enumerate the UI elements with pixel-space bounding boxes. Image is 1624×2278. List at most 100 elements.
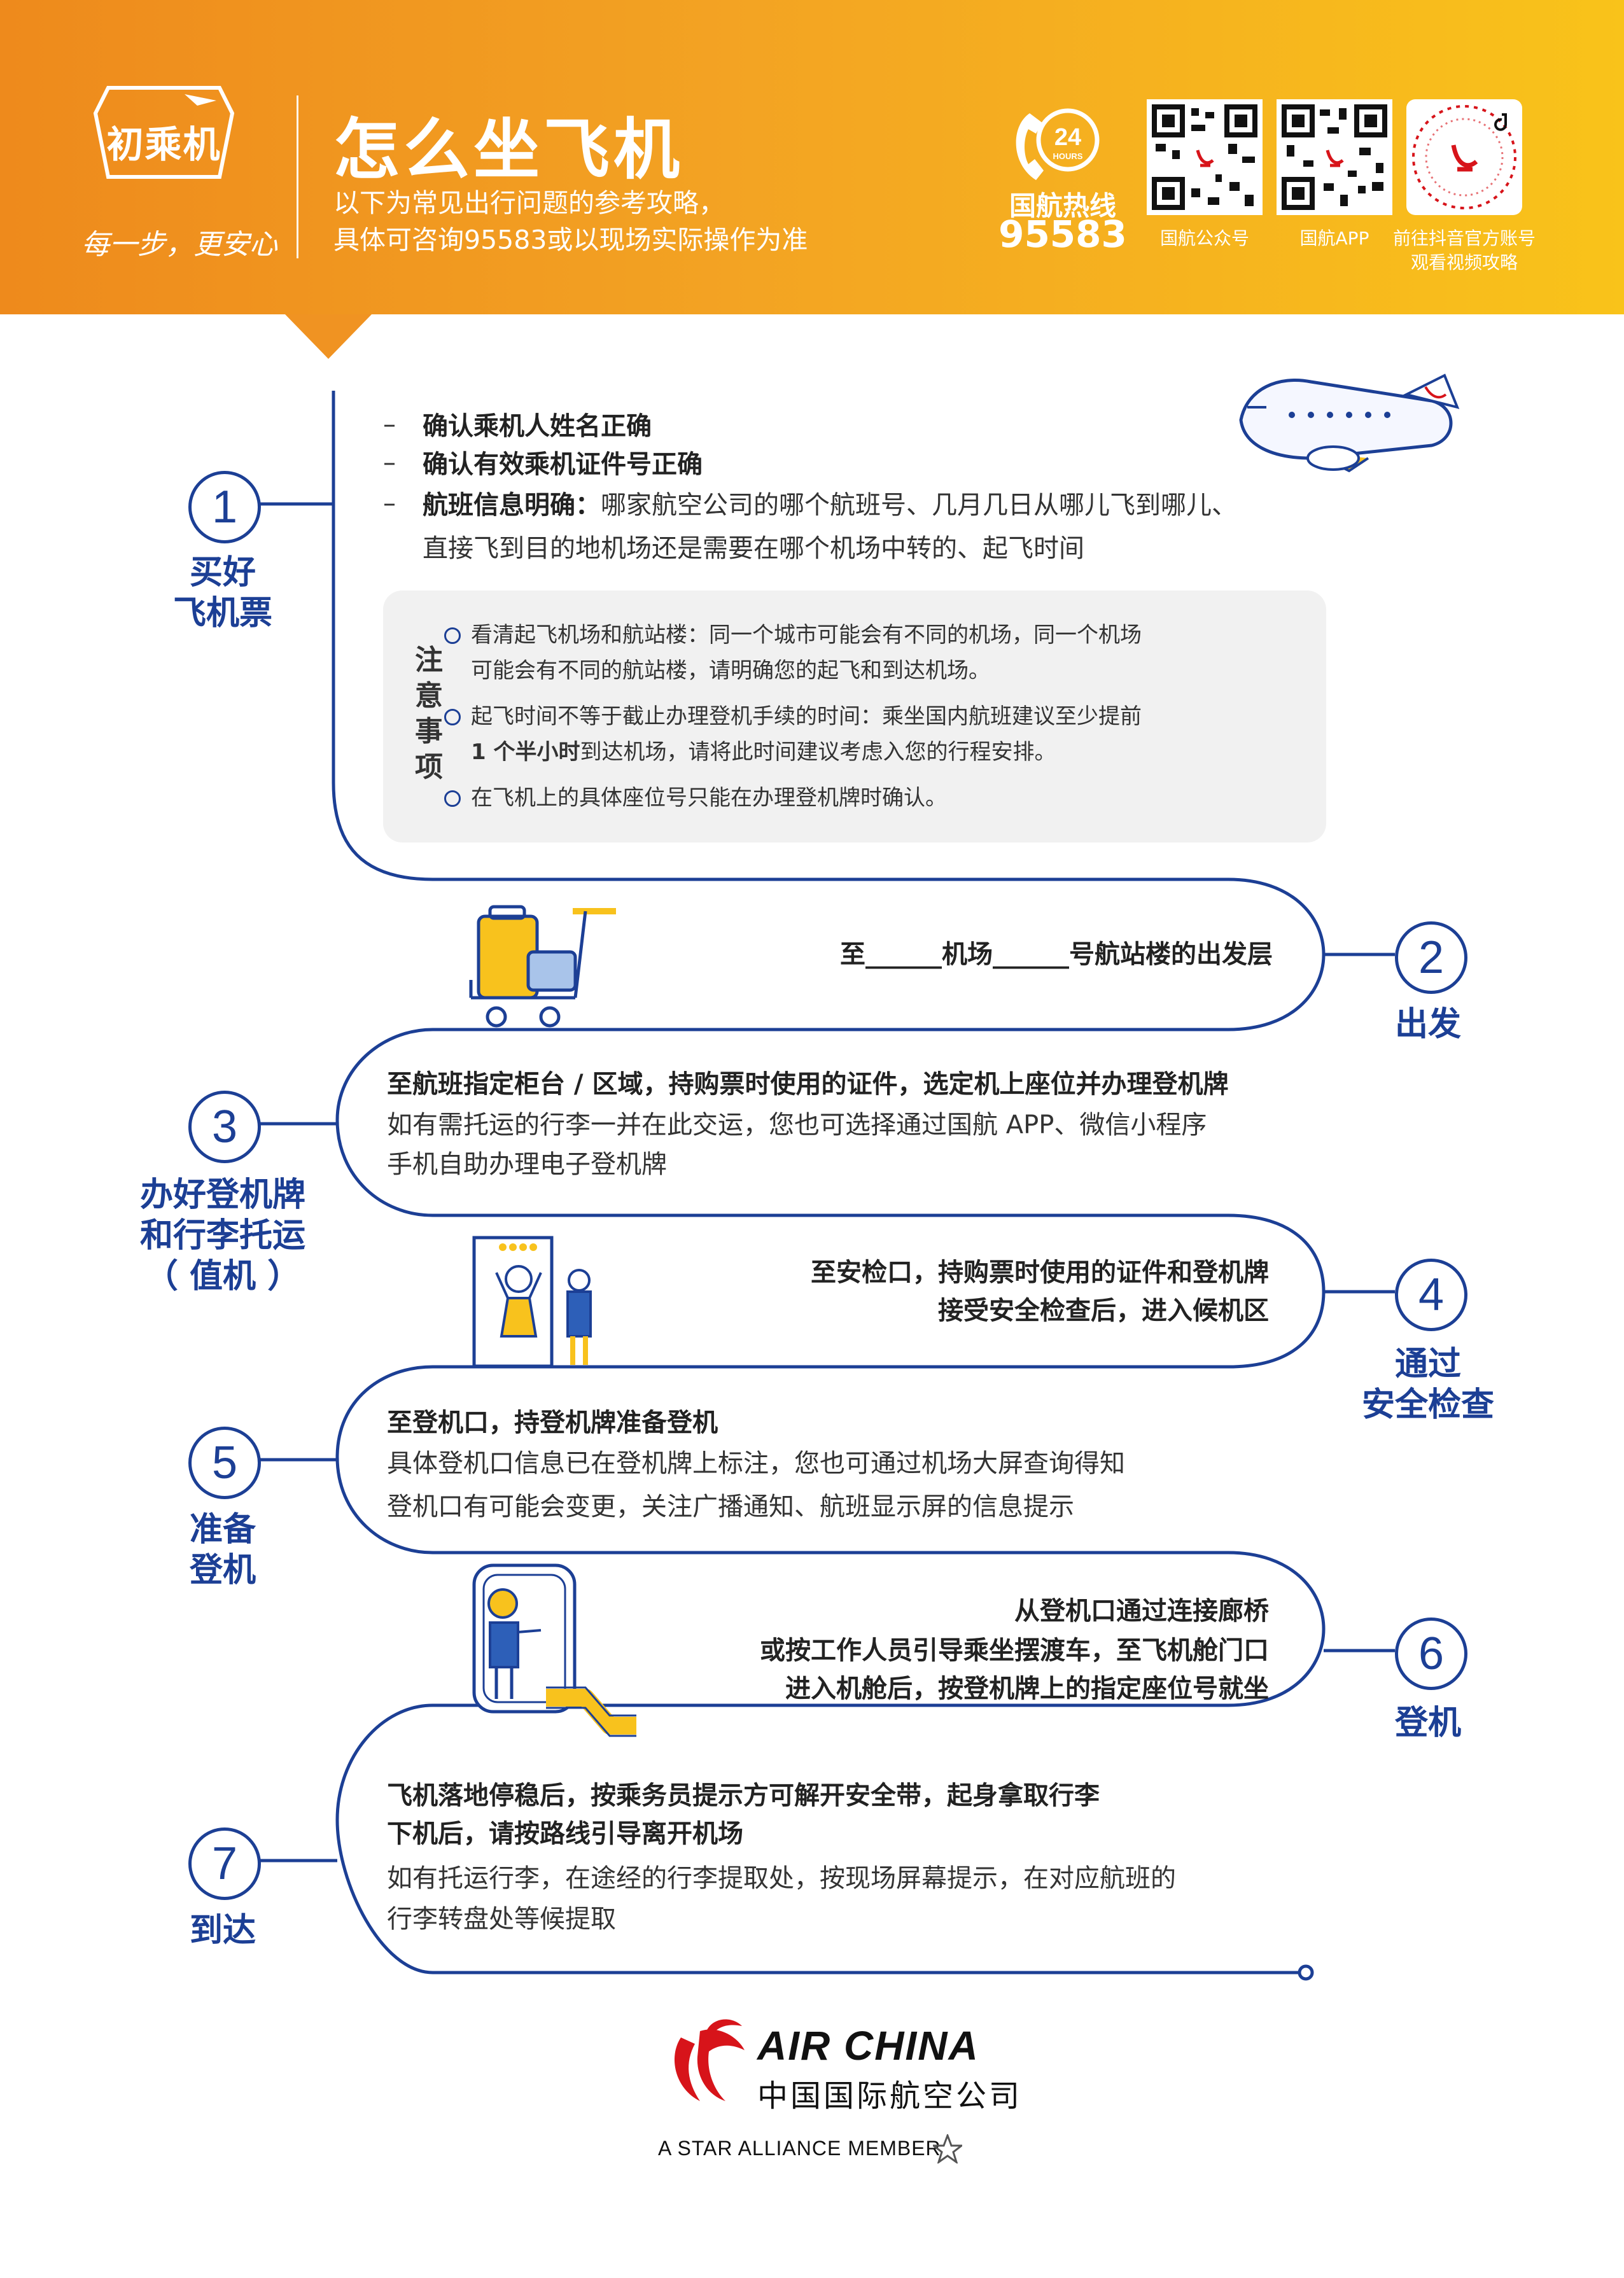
subtitle-line-2: 具体可咨询95583或以现场实际操作为准 — [333, 225, 808, 255]
step-7-number: 7 — [188, 1827, 261, 1900]
notice-panel: 注意事项 看清起飞机场和航站楼：同一个城市可能会有不同的机场，同一个机场 可能会… — [383, 590, 1326, 842]
step-7-line-3: 如有托运行李，在途经的行李提取处，按现场屏幕提示，在对应航班的 — [387, 1864, 1176, 1893]
step-4-line-2: 接受安全检查后，进入候机区 — [938, 1296, 1269, 1325]
step-5-line-1: 至登机口，持登机牌准备登机 — [387, 1408, 718, 1437]
boarding-door-illustration — [472, 1563, 636, 1737]
step-4-number: 4 — [1395, 1259, 1467, 1331]
step-3-title: 办好登机牌 和行李托运 （ 值机 ） — [108, 1175, 337, 1297]
step-3-title-line3: （ 值机 ） — [144, 1257, 301, 1296]
step-1-item-3-bold: 航班信息明确： — [423, 491, 601, 520]
qr-code-app[interactable] — [1277, 99, 1392, 215]
step-4-line-1: 至安检口，持购票时使用的证件和登机牌 — [811, 1258, 1269, 1287]
step-4-title: 通过 安全检查 — [1326, 1344, 1530, 1425]
step-3-line-3: 手机自助办理电子登机牌 — [387, 1150, 667, 1179]
luggage-cart-illustration — [469, 905, 616, 1028]
header-notch — [285, 314, 372, 359]
dash-icon: – — [383, 410, 396, 439]
hotline-badge-hours: HOURS — [1053, 151, 1083, 161]
notice-item-2-line1: 起飞时间不等于截止办理登机手续的时间：乘坐国内航班建议至少提前 — [471, 704, 1142, 729]
step-5-line-3: 登机口有可能会变更，关注广播通知、航班显示屏的信息提示 — [387, 1492, 1074, 1521]
step-4-title-line2: 安全检查 — [1361, 1386, 1494, 1424]
step-5-title-line2: 登机 — [189, 1551, 256, 1590]
step-7-line-1: 飞机落地停稳后，按乘务员提示方可解开安全带，起身拿取行李 — [387, 1781, 1100, 1810]
qr-label-douyin-line2: 观看视频攻略 — [1410, 252, 1518, 273]
step-1-number: 1 — [188, 471, 261, 543]
airplane-illustration — [1239, 374, 1460, 473]
qr-code-icon — [1282, 104, 1387, 210]
step-4-title-line1: 通过 — [1394, 1345, 1461, 1383]
step-1-title-line2: 飞机票 — [172, 594, 272, 632]
step-7-line-2: 下机后，请按路线引导离开机场 — [387, 1819, 743, 1848]
step-2-number: 2 — [1395, 921, 1467, 994]
step-6-line-3: 进入机舱后，按登机牌上的指定座位号就坐 — [785, 1674, 1269, 1703]
qr-label-douyin-line1: 前往抖音官方账号 — [1392, 228, 1536, 249]
page-subtitle: 以下为常见出行问题的参考攻略， 具体可咨询95583或以现场实际操作为准 — [333, 185, 808, 258]
step-1-item-3: 航班信息明确：哪家航空公司的哪个航班号、几月几日从哪儿飞到哪儿、 — [423, 486, 1237, 524]
star-alliance-text: A STAR ALLIANCE MEMBER — [658, 2137, 941, 2160]
security-check-illustration — [472, 1236, 592, 1368]
step-1-title: 买好 飞机票 — [140, 552, 305, 634]
step-1-item-1: 确认乘机人姓名正确 — [423, 412, 652, 441]
step-5-title: 准备 登机 — [140, 1509, 305, 1591]
logo-text: 初乘机 — [106, 123, 221, 166]
step-2-text: 至______机场______号航站楼的出发层 — [840, 940, 1273, 969]
slogan: 每一步，更安心 — [81, 228, 277, 261]
notice-item-1-line2: 可能会有不同的航站楼，请明确您的起飞和到达机场。 — [471, 658, 990, 683]
step-1-item-3-line2: 直接飞到目的地机场还是需要在哪个机场中转的、起飞时间 — [423, 534, 1084, 563]
dash-icon: – — [383, 448, 396, 477]
subtitle-line-1: 以下为常见出行问题的参考攻略， — [333, 188, 725, 218]
step-3-line-1: 至航班指定柜台 / 区域，持购票时使用的证件，选定机上座位并办理登机牌 — [387, 1070, 1229, 1099]
notice-item-3: 在飞机上的具体座位号只能在办理登机牌时确认。 — [444, 780, 947, 816]
step-1-title-line1: 买好 — [189, 554, 256, 592]
qr-label-douyin: 前往抖音官方账号 观看视频攻略 — [1388, 227, 1541, 275]
qr-label-wechat: 国航公众号 — [1159, 228, 1249, 249]
dash-icon: – — [383, 489, 396, 518]
step-5-number: 5 — [188, 1427, 261, 1499]
step-3-line-2: 如有需托运的行李一并在此交运，您也可选择通过国航 APP、微信小程序 — [387, 1110, 1207, 1140]
notice-item-1: 看清起飞机场和航站楼：同一个城市可能会有不同的机场，同一个机场 可能会有不同的航… — [444, 617, 1142, 688]
phone-24h-icon: 24 HOURS — [1016, 108, 1100, 180]
step-6-number: 6 — [1395, 1618, 1467, 1690]
qr-code-wechat[interactable] — [1147, 99, 1263, 215]
step-7-title: 到达 — [189, 1911, 256, 1950]
step-3-title-line2: 和行李托运 — [139, 1217, 305, 1255]
qr-label-app: 国航APP — [1299, 228, 1369, 249]
brand-logo: 初乘机 — [89, 75, 239, 188]
star-alliance-icon — [933, 2134, 962, 2163]
step-1-item-2: 确认有效乘机证件号正确 — [423, 450, 703, 479]
air-china-phoenix-logo-icon — [675, 2019, 745, 2101]
step-7-line-4: 行李转盘处等候提取 — [387, 1904, 616, 1934]
page-title: 怎么坐飞机 — [333, 111, 684, 188]
header-banner: 初乘机 每一步，更安心 怎么坐飞机 以下为常见出行问题的参考攻略， 具体可咨询9… — [0, 0, 1624, 314]
notice-item-2-bold: 1 个半小时 — [471, 739, 580, 765]
qr-code-icon — [1151, 103, 1259, 211]
step-5-line-2: 具体登机口信息已在登机牌上标注，您也可通过机场大屏查询得知 — [387, 1449, 1125, 1478]
step-6-line-1: 从登机口通过连接廊桥 — [1014, 1597, 1269, 1626]
notice-item-2: 起飞时间不等于截止办理登机手续的时间：乘坐国内航班建议至少提前 1 个半小时到达… — [444, 699, 1142, 770]
flow-path — [332, 391, 1326, 1974]
notice-item-1-line1: 看清起飞机场和航站楼：同一个城市可能会有不同的机场，同一个机场 — [471, 622, 1142, 648]
step-1-item-3-rest: 哪家航空公司的哪个航班号、几月几日从哪儿飞到哪儿、 — [601, 491, 1237, 520]
step-3-number: 3 — [188, 1091, 261, 1163]
circle-bullet-icon — [444, 709, 461, 725]
qr-code-douyin[interactable] — [1406, 99, 1522, 215]
logo-badge-icon — [93, 86, 235, 179]
brand-name-cn: 中国国际航空公司 — [757, 2078, 1023, 2114]
notice-title: 注意事项 — [415, 644, 443, 783]
hotline-number[interactable]: 95583 — [998, 213, 1127, 256]
circle-bullet-icon — [444, 790, 461, 807]
douyin-code-icon — [1412, 105, 1516, 209]
step-6-line-2: 或按工作人员引导乘坐摆渡车，至飞机舱门口 — [760, 1636, 1269, 1665]
step-3-title-line1: 办好登机牌 — [139, 1176, 305, 1214]
step-6-title: 登机 — [1394, 1704, 1461, 1742]
notice-item-3-line1: 在飞机上的具体座位号只能在办理登机牌时确认。 — [471, 785, 947, 811]
step-2-title: 出发 — [1394, 1005, 1461, 1044]
circle-bullet-icon — [444, 627, 461, 644]
brand-name-en: AIR CHINA — [757, 2023, 979, 2069]
hotline-label: 国航热线 — [1009, 190, 1116, 221]
hotline-badge-number: 24 — [1054, 124, 1081, 151]
header-divider — [297, 95, 298, 258]
notice-item-2-line2: 到达机场，请将此时间建议考虑入您的行程安排。 — [580, 739, 1056, 765]
step-5-title-line1: 准备 — [189, 1511, 256, 1549]
